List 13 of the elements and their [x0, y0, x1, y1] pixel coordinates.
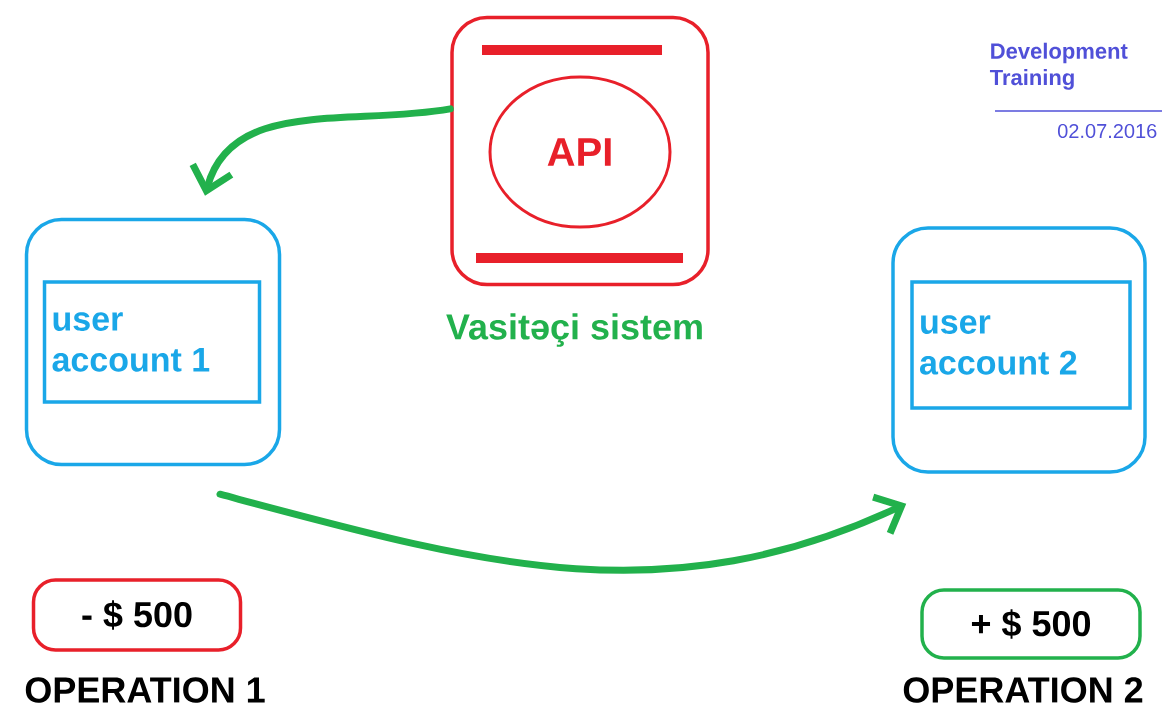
- account-box: user account 2: [910, 280, 1132, 410]
- account-box: user account 1: [42, 280, 262, 404]
- operation-label: OPERATION 2: [903, 677, 1143, 703]
- frame-box: [24, 217, 282, 467]
- heading-note: Development Training: [989, 42, 1128, 90]
- amount-box: - $ 500: [31, 578, 243, 652]
- amount-box: + $ 500: [920, 588, 1142, 660]
- operation-label: OPERATION 1: [25, 677, 265, 703]
- frame-box: [891, 226, 1147, 474]
- arrow: [216, 490, 907, 574]
- date-label: 02.07.2016: [1057, 123, 1157, 139]
- arrow: [189, 105, 454, 196]
- system-label: Vasitəçi sistem: [446, 313, 702, 347]
